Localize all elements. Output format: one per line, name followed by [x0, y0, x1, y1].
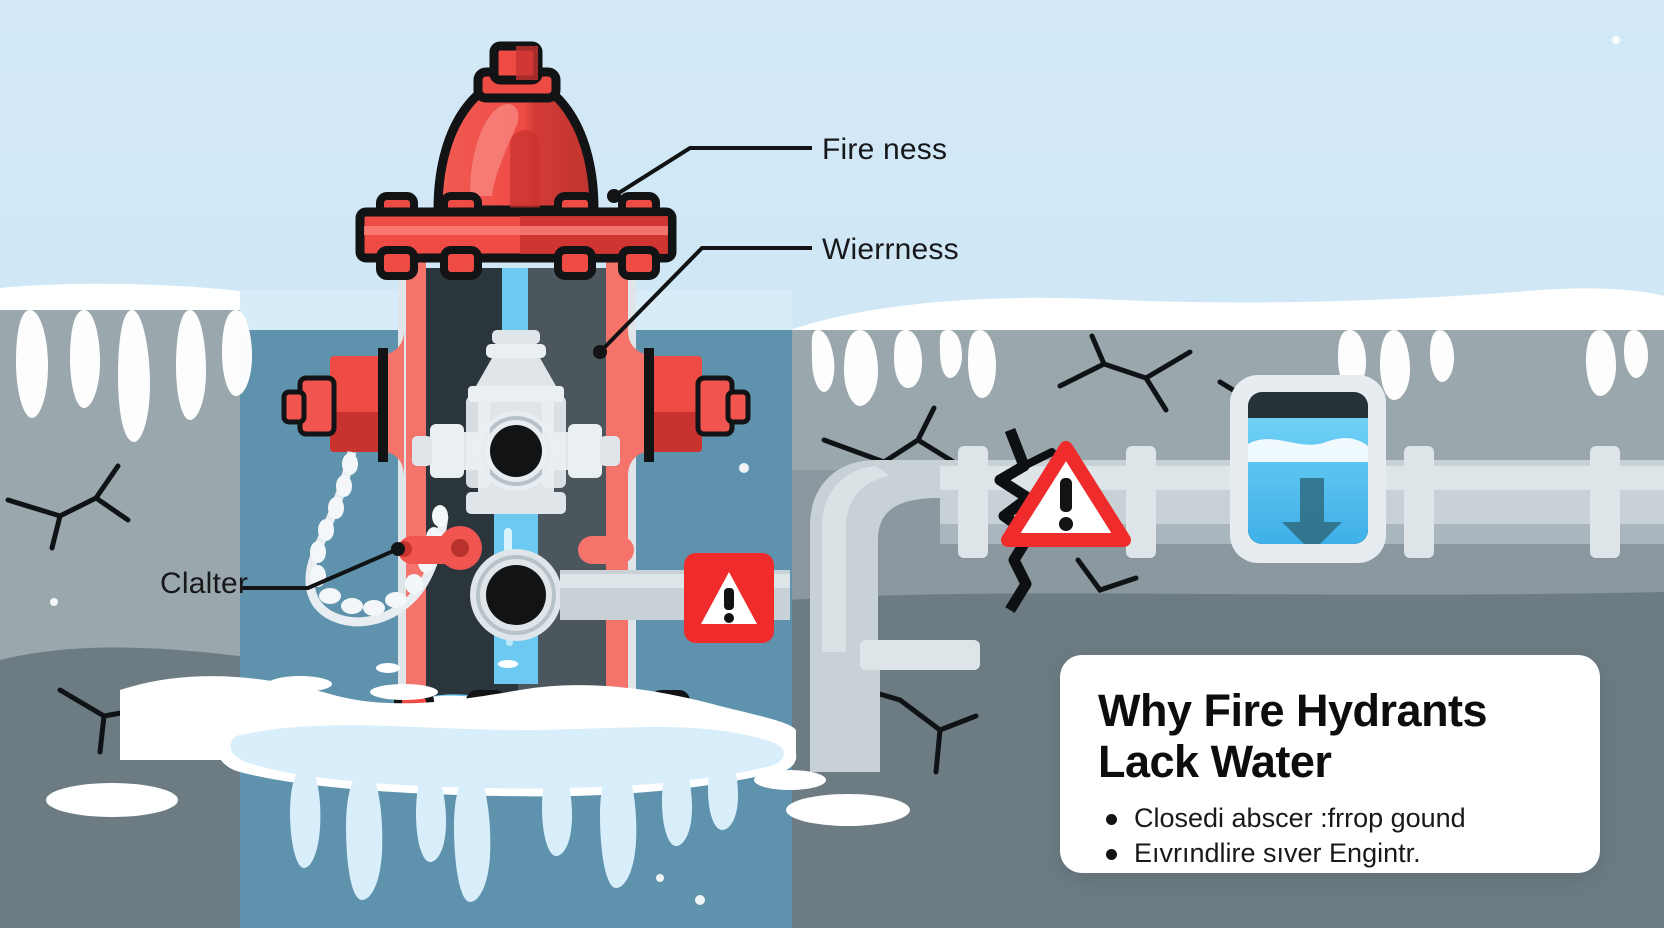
- anchor-dot-clatter: [391, 542, 405, 556]
- valve-rib-left: [466, 396, 490, 488]
- pipe-warning-sign: [1001, 441, 1131, 547]
- snow-patches: [46, 660, 910, 826]
- info-card-bullet-text: Closedi abscer :frrop gound: [1134, 803, 1466, 833]
- outlet-ring: [476, 555, 556, 635]
- hydrant-top-flange: [355, 192, 677, 280]
- valve-rib-right: [542, 396, 566, 488]
- valve-stub-right-tip: [600, 436, 620, 466]
- info-card-bullet-list: Closedi abscer :frrop gound Eıvrındlire …: [1098, 801, 1566, 871]
- hydrant-wall-left: [404, 262, 426, 718]
- fire-hydrant: [281, 41, 790, 759]
- valve-flange-bottom: [466, 492, 566, 514]
- nozzle-right-seam: [644, 348, 654, 462]
- gauge-water-surface: [1248, 438, 1368, 462]
- lever-knob-center: [451, 539, 469, 557]
- top-flange-highlight: [364, 226, 668, 235]
- info-card-bullet-item: Eıvrındlire sıver Engintr.: [1104, 836, 1566, 871]
- anchor-dot-fire: [607, 189, 621, 203]
- hydrant-chain: [305, 451, 449, 627]
- leader-line-fire: [612, 146, 812, 198]
- valve-bonnet: [476, 358, 556, 386]
- gauge-down-arrow-icon: [1282, 478, 1342, 544]
- hydrant-nozzle-left: [281, 348, 388, 462]
- valve-bore-opening: [490, 425, 542, 477]
- valve-stub-right: [568, 424, 602, 478]
- callout-leaders: [240, 146, 812, 590]
- hydrant-wall-left-edge: [398, 262, 406, 718]
- valve-stub-left-tip: [412, 436, 432, 466]
- valve-riser-water: [502, 268, 528, 332]
- water-level-gauge: [1230, 375, 1386, 563]
- info-card-bullet-item: Closedi abscer :frrop gound: [1104, 801, 1566, 836]
- dome-nut-shadow: [516, 46, 538, 80]
- hydrant-valve-assembly: [412, 268, 620, 514]
- valve-collar-top-2: [486, 344, 546, 358]
- pipe-crack: [994, 428, 1036, 613]
- callout-anchor-dots: [391, 189, 621, 556]
- nozzle-right-shadow: [650, 412, 702, 452]
- top-flange-bolts-lower: [376, 246, 660, 280]
- hydrant-dome: [433, 41, 599, 220]
- hydrant-wall-right: [606, 262, 628, 718]
- pipe-flange-3: [1404, 446, 1434, 558]
- pipe-elbow-highlight: [822, 466, 890, 654]
- pipe-flange-2: [1126, 446, 1156, 558]
- pipe-warning-exclaim-dot: [1059, 517, 1073, 531]
- callout-label-weirdness: Wierrness: [822, 233, 959, 266]
- leader-line-weirdness: [598, 246, 812, 354]
- pipe-flange-4: [1590, 446, 1620, 558]
- info-card-title-line-1: Why Fire Hydrants: [1098, 685, 1488, 736]
- info-card-title: Why Fire Hydrants Lack Water: [1098, 685, 1566, 787]
- hydrant-chain-links: [310, 453, 448, 616]
- ice-and-snow-foreground: [46, 36, 1620, 905]
- hydrant-warning-sign: [684, 553, 774, 643]
- valve-stub-left: [430, 424, 464, 478]
- snowflakes: [50, 36, 1620, 905]
- hydrant-warning-exclaim-dot: [724, 613, 734, 623]
- outlet-bore: [486, 565, 546, 625]
- valve-bonnet-flange: [468, 386, 564, 402]
- callout-label-clatter: Clalter: [160, 567, 249, 600]
- leader-line-clatter: [240, 547, 399, 590]
- pipe-drop: [810, 652, 880, 772]
- anchor-dot-weirdness: [593, 345, 607, 359]
- dome-rib: [510, 130, 540, 220]
- nozzle-left-seam: [378, 348, 388, 462]
- info-card-bullet-text: Eıvrındlire sıver Engintr.: [1134, 838, 1421, 868]
- pipe-flange-elbow: [860, 640, 980, 670]
- hydrant-wall-right-edge: [628, 262, 636, 718]
- snow-drips-right: [811, 330, 1648, 406]
- info-card: Why Fire Hydrants Lack Water Closedi abs…: [1060, 655, 1600, 873]
- nozzle-left-shadow: [330, 412, 382, 452]
- pipe-warning-exclaim-bar: [1060, 478, 1072, 512]
- hydrant-nozzle-right: [644, 348, 751, 462]
- bullet-dot-icon: [1106, 849, 1117, 860]
- icicles: [290, 750, 738, 902]
- info-card-title-line-2: Lack Water: [1098, 736, 1332, 787]
- wall-stub-right: [578, 536, 634, 564]
- nozzle-left-cap-tip: [281, 389, 307, 425]
- pipe-flange-1: [958, 446, 988, 558]
- hydrant-warning-exclaim-bar: [724, 588, 734, 610]
- callout-label-fire: Fire ness: [822, 133, 948, 166]
- snow-drips-left: [16, 310, 252, 442]
- snow-shelf-right-2: [1450, 290, 1560, 330]
- valve-collar-top: [492, 330, 540, 344]
- info-card-inner: Why Fire Hydrants Lack Water Closedi abs…: [1060, 655, 1600, 893]
- snow-shelf-left: [0, 283, 296, 310]
- snow-shelf-right: [790, 288, 1664, 330]
- nozzle-right-cap-tip: [725, 389, 751, 425]
- dome-highlight: [470, 104, 519, 196]
- bullet-dot-icon: [1106, 814, 1117, 825]
